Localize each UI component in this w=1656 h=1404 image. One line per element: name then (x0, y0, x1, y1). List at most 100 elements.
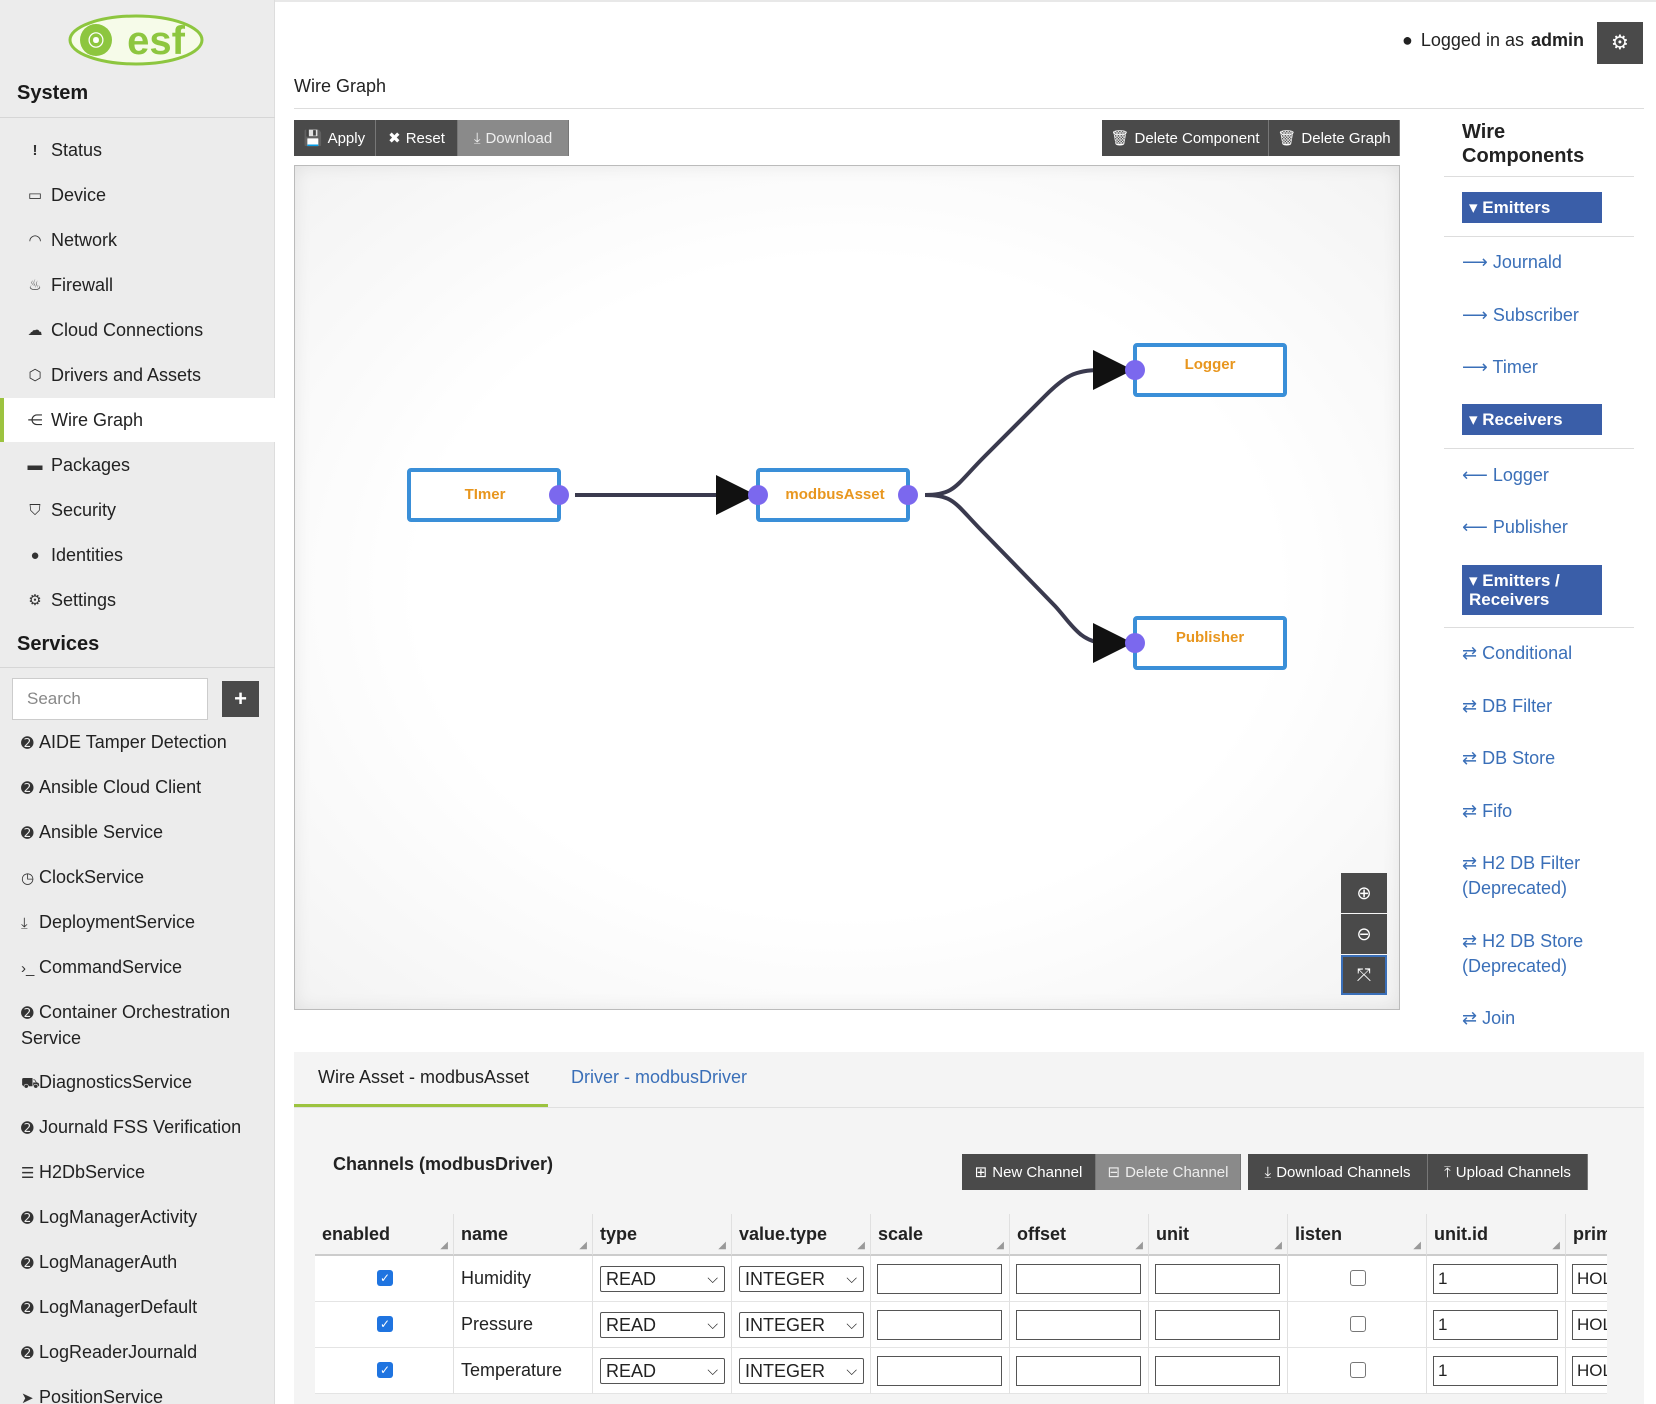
service-item[interactable]: ⛟DiagnosticsService (21, 1070, 266, 1096)
value-type-select[interactable]: INTEGER⌵ (739, 1358, 864, 1384)
value-type-select[interactable]: INTEGER⌵ (739, 1266, 864, 1292)
service-item[interactable]: ☰H2DbService (21, 1160, 266, 1186)
sidebar-item-drivers-and-assets[interactable]: ⬡Drivers and Assets (0, 353, 275, 397)
enabled-checkbox[interactable]: ✓ (377, 1316, 393, 1332)
offset-input[interactable] (1016, 1310, 1141, 1340)
column-header[interactable]: value.type◢ (732, 1214, 871, 1256)
component-h2-db-filter[interactable]: ⇄ H2 DB Filter (Deprecated) (1462, 853, 1581, 898)
node-logger[interactable]: Logger (1125, 343, 1287, 397)
offset-input[interactable] (1016, 1356, 1141, 1386)
apply-button[interactable]: 💾Apply (294, 120, 376, 156)
zoom-out-button[interactable]: ⊖ (1341, 914, 1387, 954)
type-select[interactable]: READ⌵ (600, 1312, 725, 1338)
service-item[interactable]: ⤓DeploymentService (21, 910, 266, 936)
component-join[interactable]: ⇄ Join (1462, 1008, 1516, 1028)
scale-input[interactable] (877, 1356, 1002, 1386)
scale-input[interactable] (877, 1264, 1002, 1294)
listen-checkbox[interactable] (1350, 1362, 1366, 1378)
listen-checkbox[interactable] (1350, 1316, 1366, 1332)
category-emitters[interactable]: ▾ Emitters (1462, 192, 1602, 223)
column-header[interactable]: prim (1566, 1214, 1607, 1256)
esf-logo[interactable]: ⦿ esf (68, 14, 204, 66)
tab-driver[interactable]: Driver - modbusDriver (571, 1067, 748, 1087)
zoom-in-button[interactable]: ⊕ (1341, 873, 1387, 913)
node-publisher[interactable]: Publisher (1125, 616, 1287, 670)
component-subscriber[interactable]: ⟶ Subscriber (1462, 305, 1579, 325)
sidebar-item-cloud-connections[interactable]: ☁Cloud Connections (0, 308, 275, 352)
unit-input[interactable] (1155, 1264, 1280, 1294)
download-channels-button[interactable]: ⤓Download Channels (1248, 1154, 1428, 1190)
column-header[interactable]: unit◢ (1149, 1214, 1288, 1256)
sidebar-item-identities[interactable]: ●Identities (0, 533, 275, 577)
sidebar-item-packages[interactable]: ▬Packages (0, 443, 275, 487)
listen-checkbox[interactable] (1350, 1270, 1366, 1286)
sidebar-item-firewall[interactable]: ♨Firewall (0, 263, 275, 307)
sidebar-item-settings[interactable]: ⚙Settings (0, 578, 275, 622)
search-input[interactable]: Search (12, 678, 208, 720)
delete-graph-button[interactable]: 🗑Delete Graph (1269, 120, 1400, 156)
unit-id-input[interactable]: 1 (1433, 1356, 1558, 1386)
primary-table-input[interactable]: HOL (1572, 1310, 1607, 1340)
component-fifo[interactable]: ⇄ Fifo (1462, 801, 1513, 821)
column-header[interactable]: enabled◢ (315, 1214, 454, 1256)
service-item[interactable]: ›_CommandService (21, 955, 266, 981)
unit-id-input[interactable]: 1 (1433, 1264, 1558, 1294)
node-modbusasset[interactable]: modbusAsset (748, 468, 918, 522)
component-timer[interactable]: ⟶ Timer (1462, 357, 1538, 377)
upload-channels-button[interactable]: ⤒Upload Channels (1428, 1154, 1588, 1190)
new-channel-button[interactable]: ⊞New Channel (962, 1154, 1096, 1190)
scale-input[interactable] (877, 1310, 1002, 1340)
column-header[interactable]: unit.id◢ (1427, 1214, 1566, 1256)
column-header[interactable]: type◢ (593, 1214, 732, 1256)
component-publisher[interactable]: ⟵ Publisher (1462, 517, 1568, 537)
category-emitters-receivers[interactable]: ▾ Emitters / Receivers (1462, 565, 1602, 615)
column-header[interactable]: listen◢ (1288, 1214, 1427, 1256)
enabled-checkbox[interactable]: ✓ (377, 1362, 393, 1378)
type-select[interactable]: READ⌵ (600, 1266, 725, 1292)
category-receivers[interactable]: ▾ Receivers (1462, 404, 1602, 435)
fit-to-screen-button[interactable]: ⤧ (1341, 955, 1387, 995)
delete-component-button[interactable]: 🗑Delete Component (1102, 120, 1269, 156)
component-db-filter[interactable]: ⇄ DB Filter (1462, 696, 1553, 716)
component-db-store[interactable]: ⇄ DB Store (1462, 748, 1556, 768)
unit-id-input[interactable]: 1 (1433, 1310, 1558, 1340)
enabled-checkbox[interactable]: ✓ (377, 1270, 393, 1286)
component-conditional[interactable]: ⇄ Conditional (1462, 643, 1573, 663)
download-button[interactable]: ⤓Download (458, 120, 569, 156)
column-header[interactable]: offset◢ (1010, 1214, 1149, 1256)
unit-input[interactable] (1155, 1310, 1280, 1340)
component-logger[interactable]: ⟵ Logger (1462, 465, 1549, 485)
sidebar-item-security[interactable]: ⛉Security (0, 488, 275, 532)
tab-wire-asset[interactable]: Wire Asset - modbusAsset (318, 1067, 530, 1087)
reset-button[interactable]: ✖Reset (376, 120, 458, 156)
value-type-select[interactable]: INTEGER⌵ (739, 1312, 864, 1338)
sidebar-item-status[interactable]: !Status (0, 128, 275, 172)
primary-table-input[interactable]: HOL (1572, 1356, 1607, 1386)
column-header[interactable]: name◢ (454, 1214, 593, 1256)
service-item[interactable]: ◷ClockService (21, 865, 266, 891)
delete-channel-button[interactable]: ⊟Delete Channel (1096, 1154, 1241, 1190)
column-header[interactable]: scale◢ (871, 1214, 1010, 1256)
type-select[interactable]: READ⌵ (600, 1358, 725, 1384)
component-h2-db-store[interactable]: ⇄ H2 DB Store (Deprecated) (1462, 931, 1584, 976)
sidebar-item-wire-graph[interactable]: ⋲Wire Graph (0, 398, 275, 442)
settings-gear-button[interactable]: ⚙ (1597, 22, 1643, 64)
sidebar-item-device[interactable]: ▭Device (0, 173, 275, 217)
node-timer[interactable]: TImer (407, 468, 569, 522)
unit-input[interactable] (1155, 1356, 1280, 1386)
offset-input[interactable] (1016, 1264, 1141, 1294)
sidebar-item-network[interactable]: ◠Network (0, 218, 275, 262)
service-item[interactable]: ➤PositionService (21, 1385, 266, 1404)
component-journald[interactable]: ⟶ Journald (1462, 252, 1562, 272)
primary-table-input[interactable]: HOL (1572, 1264, 1607, 1294)
wire-graph-canvas[interactable]: TImer modbusAsset Logger Publisher ⊕ ⊖ ⤧ (294, 165, 1400, 1010)
